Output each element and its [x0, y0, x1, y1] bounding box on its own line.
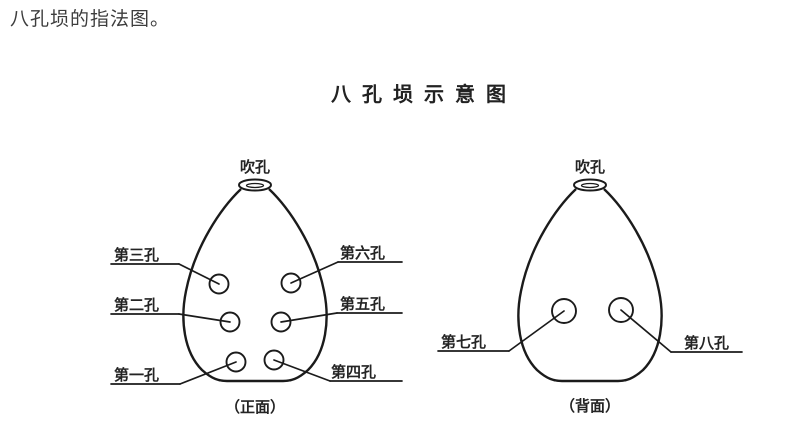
front-blow-hole-inner-icon: [245, 182, 265, 189]
front-leader-4-diag: [273, 359, 331, 382]
front-hole-label-4: 第四孔: [331, 363, 376, 381]
front-blow-hole-icon: [238, 178, 272, 192]
front-hole-label-1: 第一孔: [114, 366, 159, 384]
front-leader-3-diag: [178, 263, 220, 285]
intro-text: 八孔埙的指法图。: [10, 9, 171, 30]
front-hole-label-6: 第六孔: [340, 244, 385, 262]
front-leader-1-diag: [179, 361, 237, 385]
back-blow-hole-label: 吹孔: [575, 158, 605, 176]
back-leader-8-diag: [620, 309, 672, 353]
front-hole-label-2: 第二孔: [114, 296, 159, 314]
front-hole-label-3: 第三孔: [114, 246, 159, 264]
diagram-title: 八 孔 埙 示 意 图: [331, 84, 509, 106]
back-leader-7-diag: [508, 310, 565, 352]
back-hole-label-7: 第七孔: [441, 333, 486, 351]
front-leader-5-diag: [280, 312, 338, 323]
front-caption: （正面）: [225, 398, 285, 416]
back-caption: （背面）: [560, 397, 620, 415]
back-view-group: 吹孔 第七孔 第八孔 （背面）: [437, 158, 743, 415]
front-hole-label-5: 第五孔: [340, 295, 385, 313]
back-xun-outline: [517, 188, 663, 383]
front-xun-outline: [182, 188, 328, 383]
front-view-group: 吹孔 第三孔 第二孔 第一孔 第六孔 第五孔 第四孔 （正面）: [110, 158, 403, 416]
front-leader-6-diag: [290, 261, 339, 284]
back-blow-hole-icon: [573, 178, 607, 192]
front-leader-2-diag: [178, 313, 231, 323]
back-hole-label-8: 第八孔: [684, 334, 729, 352]
back-blow-hole-inner-icon: [580, 182, 600, 189]
front-blow-hole-label: 吹孔: [240, 158, 270, 176]
